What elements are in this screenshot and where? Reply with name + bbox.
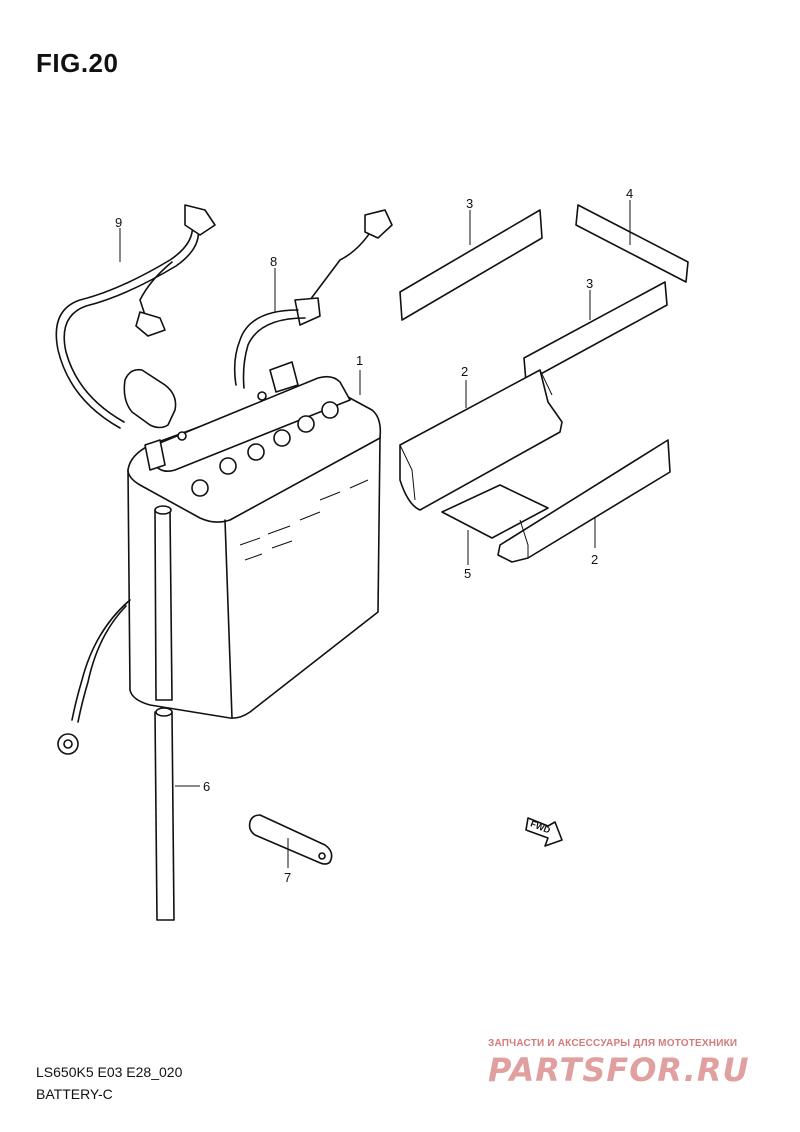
battery-case-lower <box>497 439 671 563</box>
callout-3b: 3 <box>586 276 593 291</box>
watermark-tagline: ЗАПЧАСТИ И АКСЕССУАРЫ ДЛЯ МОТОТЕХНИКИ <box>488 1038 738 1049</box>
callout-2b: 2 <box>591 552 598 567</box>
ground-cable <box>57 599 131 755</box>
figure-title: FIG.20 <box>36 48 119 78</box>
callout-2a: 2 <box>461 364 468 379</box>
callout-labels: 1 2 2 3 3 4 5 6 7 8 9 <box>115 186 633 885</box>
callout-4: 4 <box>626 186 633 201</box>
leader-lines <box>119 200 631 868</box>
battery-case-upper <box>399 369 563 511</box>
callout-8: 8 <box>270 254 277 269</box>
fwd-arrow-marker: FWD <box>525 817 563 847</box>
callout-6: 6 <box>203 779 210 794</box>
battery-cable-positive <box>55 204 216 429</box>
battery-holder <box>248 814 333 865</box>
callout-3a: 3 <box>466 196 473 211</box>
breather-hose <box>154 505 175 921</box>
battery-pad-lower <box>523 281 668 383</box>
watermark-brand: PARTSFOR.RU <box>488 1051 750 1089</box>
battery-pad-upper <box>399 209 543 321</box>
battery <box>127 361 382 719</box>
callout-1: 1 <box>356 353 363 368</box>
battery-pad-bottom <box>441 484 549 539</box>
model-code: LS650K5 E03 E28_020 <box>36 1064 183 1080</box>
section-name: BATTERY-C <box>36 1086 113 1102</box>
watermark: ЗАПЧАСТИ И АКСЕССУАРЫ ДЛЯ МОТОТЕХНИКИ PA… <box>488 1038 788 1089</box>
battery-pad-4 <box>575 204 689 283</box>
callout-5: 5 <box>464 566 471 581</box>
battery-cable-negative <box>233 209 393 389</box>
callout-7: 7 <box>284 870 291 885</box>
callout-9: 9 <box>115 215 122 230</box>
